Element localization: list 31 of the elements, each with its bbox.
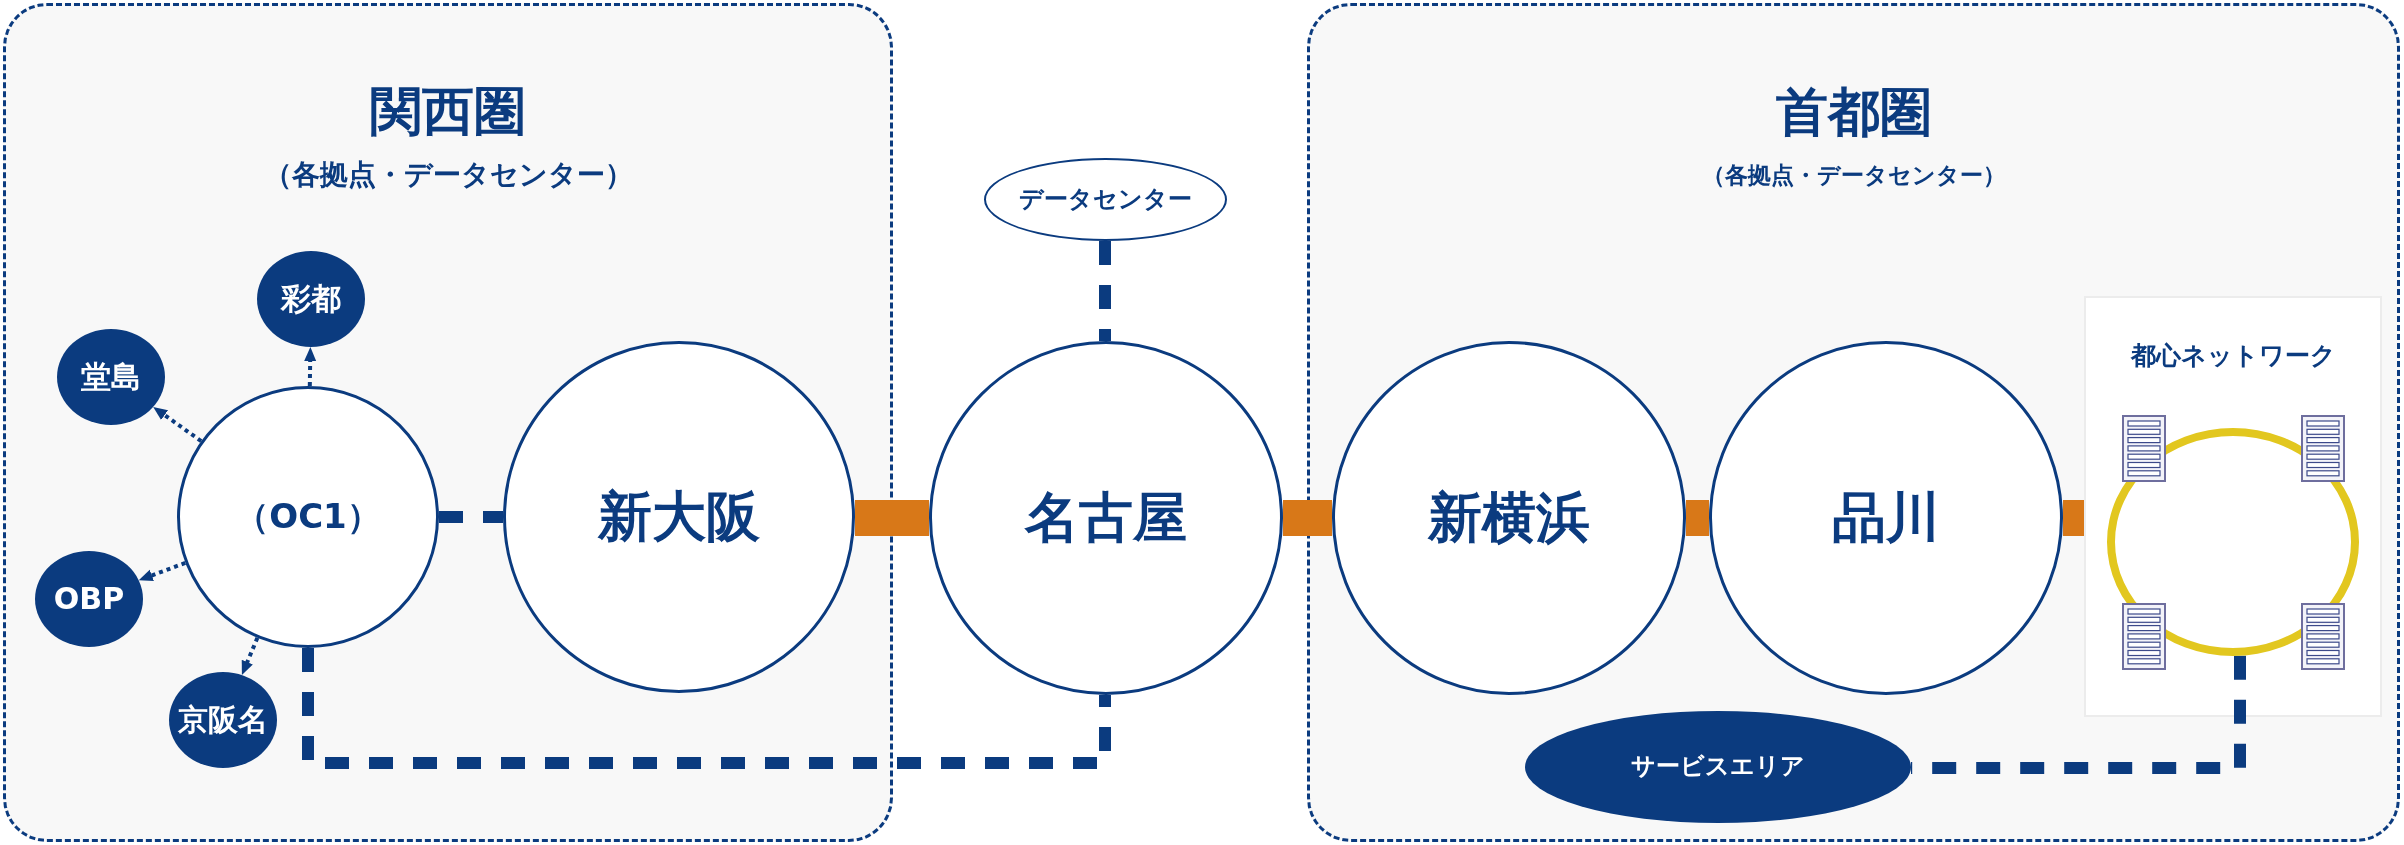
dotted-arrow — [138, 561, 186, 582]
region-subtitle: （各拠点・データセンター） — [263, 158, 633, 192]
panel-title: 都心ネットワーク — [2130, 341, 2336, 371]
connector-bar — [2063, 500, 2084, 536]
site-name: 京阪名 — [178, 702, 268, 738]
site-name: 堂島 — [81, 359, 141, 395]
dashed-line — [302, 648, 1111, 769]
station-name: 新大阪 — [598, 485, 760, 549]
region-title: 首都圏 — [1775, 83, 1932, 143]
dashed-line — [1099, 241, 1111, 341]
ellipse-label: サービスエリア — [1631, 753, 1805, 781]
dashed-region-box — [1307, 3, 2400, 842]
station-name: 名古屋 — [1025, 486, 1187, 550]
dashed-region-box — [3, 3, 893, 842]
region-subtitle: （各拠点・データセンター） — [1701, 161, 2006, 189]
dotted-arrow — [304, 347, 317, 387]
connector-bar — [1283, 500, 1332, 536]
dashed-line — [1911, 655, 2246, 774]
dotted-arrow — [153, 406, 203, 443]
dashed-line — [439, 511, 503, 523]
region-title: 関西圏 — [370, 82, 526, 142]
site-name: 彩都 — [281, 281, 341, 317]
connector-bar — [1686, 500, 1709, 536]
station-name: 新横浜 — [1428, 486, 1590, 550]
network-panel — [2084, 296, 2382, 717]
station-name: （OC1） — [235, 497, 381, 537]
dotted-arrow — [241, 637, 260, 675]
ellipse-label: データセンター — [1019, 185, 1192, 214]
connector-bar — [855, 500, 929, 536]
station-name: 品川 — [1832, 486, 1940, 550]
site-name: OBP — [53, 581, 125, 617]
